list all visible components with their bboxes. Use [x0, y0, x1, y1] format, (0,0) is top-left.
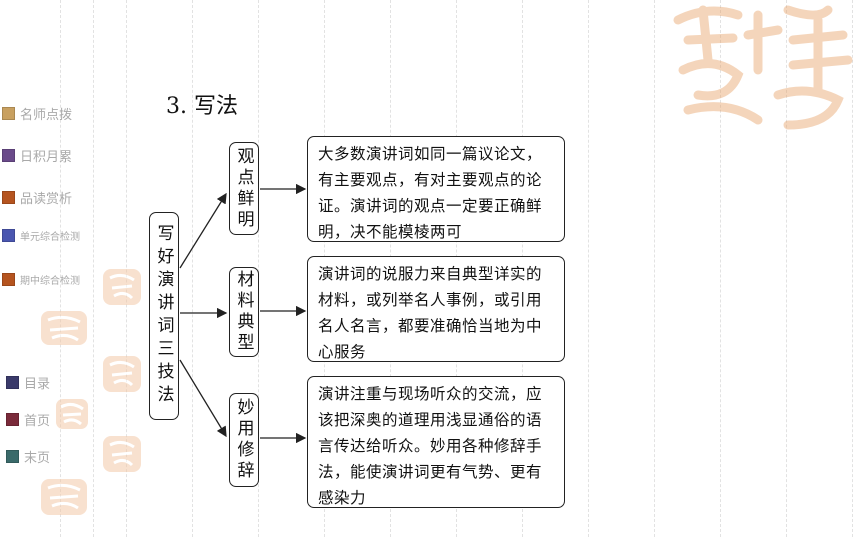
- nav-label: 首页: [24, 414, 51, 429]
- nav-label: 目录: [24, 377, 51, 392]
- menu-square-icon: [2, 107, 15, 120]
- nav-first-page[interactable]: 首页: [6, 410, 50, 429]
- nav-contents[interactable]: 目录: [6, 373, 50, 392]
- sidebar-item-teacher-tips[interactable]: 名师点拨: [2, 104, 72, 123]
- sidebar-item-midterm-test[interactable]: 期中综合检测: [2, 272, 80, 287]
- menu-square-icon: [2, 149, 15, 162]
- sidebar-item-label: 日积月累: [20, 150, 73, 165]
- menu-square-icon: [6, 450, 19, 463]
- seal-icon: [102, 435, 142, 473]
- branch-node-3: 妙用修辞: [229, 393, 259, 487]
- sidebar-item-label: 单元综合检测: [20, 232, 80, 243]
- seal-icon: [102, 268, 142, 306]
- connector-root-to-branch-1: [179, 192, 227, 269]
- nav-label: 末页: [24, 451, 51, 466]
- menu-square-icon: [2, 273, 15, 286]
- branch-text-1: 大多数演讲词如同一篇议论文，有主要观点，有对主要观点的论证。演讲词的观点一定要正…: [307, 136, 565, 242]
- sidebar-item-label: 品读赏析: [20, 192, 73, 207]
- auspicious-seal-icon: [668, 0, 858, 135]
- nav-last-page[interactable]: 末页: [6, 447, 50, 466]
- menu-square-icon: [2, 229, 15, 242]
- sidebar-item-label: 期中综合检测: [20, 276, 80, 287]
- sidebar-item-label: 名师点拨: [20, 108, 73, 123]
- seal-icon: [102, 355, 142, 393]
- branch-text-3: 演讲注重与现场听众的交流，应该把深奥的道理用浅显通俗的语言传达给听众。妙用各种修…: [307, 376, 565, 508]
- sidebar-item-daily-accumulation[interactable]: 日积月累: [2, 146, 72, 165]
- section-title: 3. 写法: [166, 94, 238, 119]
- menu-square-icon: [6, 376, 19, 389]
- menu-square-icon: [2, 191, 15, 204]
- root-node: 写好演讲词三技法: [149, 212, 179, 420]
- menu-square-icon: [6, 413, 19, 426]
- seal-icon: [55, 398, 89, 430]
- branch-text-2: 演讲词的说服力来自典型详实的材料，或列举名人事例，或引用名人名言，都要准确恰当地…: [307, 256, 565, 362]
- branch-node-1: 观点鲜明: [229, 142, 259, 235]
- branch-node-2: 材料典型: [229, 267, 259, 357]
- seal-icon: [40, 310, 88, 346]
- connector-root-to-branch-3: [179, 359, 227, 438]
- sidebar-item-unit-test[interactable]: 单元综合检测: [2, 228, 80, 243]
- sidebar-item-appreciation[interactable]: 品读赏析: [2, 188, 72, 207]
- seal-icon: [40, 478, 88, 516]
